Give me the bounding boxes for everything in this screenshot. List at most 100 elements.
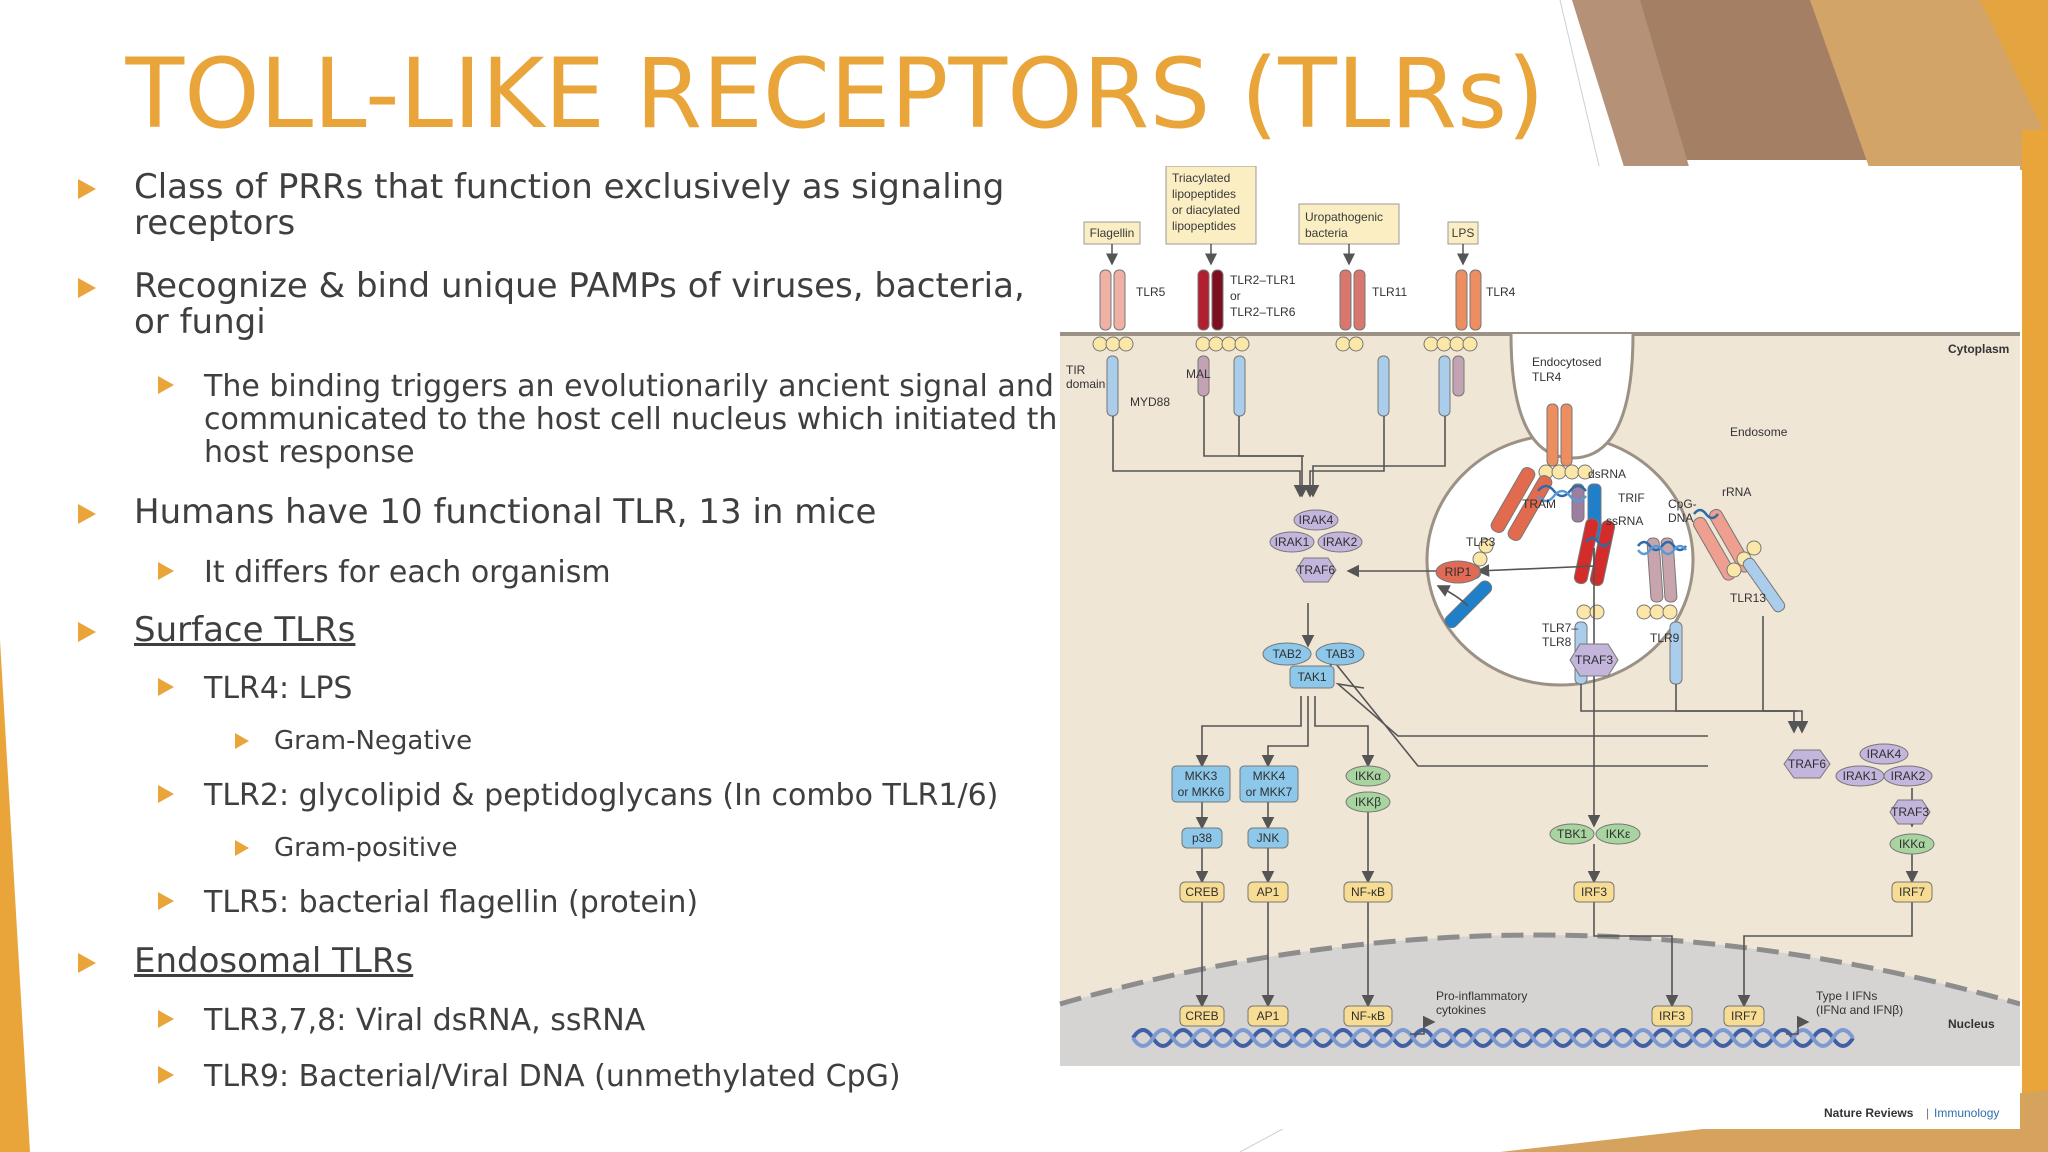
label-tlr5: TLR5 [1136,285,1166,299]
node-jnk: JNK [1257,831,1280,845]
bullet-arrow-icon [78,622,96,642]
ligand-lipopeptides-line3: or diacylated [1172,203,1240,217]
node-ikka-endosomal: IKKα [1899,837,1925,851]
node-mkk7: or MKK7 [1246,785,1293,799]
bullet-item: TLR9: Bacterial/Viral DNA (unmethylated … [158,1060,1058,1093]
label-endocytosed-line2: TLR4 [1532,370,1562,384]
label-domain: domain [1066,377,1105,391]
node-traf6-endosomal: TRAF6 [1788,757,1826,771]
bullet-text: Recognize & bind unique PAMPs of viruses… [134,266,1025,342]
label-mal: MAL [1186,367,1211,381]
label-tlr8: TLR8 [1542,635,1572,649]
label-dna: DNA [1668,511,1693,525]
tlr5-receptor [1092,269,1134,417]
node-rip1: RIP1 [1445,565,1472,579]
label-cytoplasm: Cytoplasm [1948,342,2009,356]
bullet-arrow-icon [235,840,249,856]
node-nfkb-nuclear: NF-κB [1351,1009,1385,1023]
bullet-text: Humans have 10 functional TLR, 13 in mic… [134,492,877,532]
ligand-lipopeptides-line4: lipopeptides [1172,219,1236,233]
label-type-i-ifns: Type I IFNs [1816,989,1877,1003]
bullet-item: It differs for each organism [158,556,1058,589]
node-ikka: IKKα [1355,769,1381,783]
ligand-lipopeptides-line2: lipopeptides [1172,187,1236,201]
node-irak4-endosomal: IRAK4 [1867,747,1902,761]
bullet-arrow-icon [158,1066,174,1084]
tlr13-receptor [1692,508,1786,613]
ligand-lps: LPS [1452,226,1475,240]
signaling-arrows [1112,396,1919,1035]
label-tlr2-tlr1: TLR2–TLR1 [1230,273,1296,287]
label-tram: TRAM [1522,497,1556,511]
label-trif: TRIF [1618,491,1645,505]
nucleic-acid-ligands [1537,484,1719,556]
label-or: or [1230,289,1241,303]
ligand-uropathogenic-line2: bacteria [1305,226,1348,240]
slide-title: TOLL-LIKE RECEPTORS (TLRs) [125,38,1545,150]
node-creb-nuclear: CREB [1185,1009,1218,1023]
ligand-lipopeptides-line1: Triacylated [1172,171,1230,185]
node-nfkb: NF-κB [1351,885,1385,899]
node-irak2: IRAK2 [1323,535,1358,549]
bullet-item: TLR5: bacterial flagellin (protein) [158,886,1058,919]
bullet-text: The binding triggers an evolutionarily a… [204,369,1088,470]
node-ap1: AP1 [1257,885,1280,899]
label-endocytosed-line1: Endocytosed [1532,355,1601,369]
nuclear-envelope [1059,932,2020,1007]
ligand-flagellin: Flagellin [1090,226,1135,240]
ligand-uropathogenic-box [1298,203,1400,245]
tlr-signaling-diagram: Flagellin Triacylated lipopeptides or di… [1058,166,2020,1129]
label-nucleus: Nucleus [1948,1017,1995,1031]
bullet-text: TLR2: glycolipid & peptidoglycans (In co… [204,778,999,813]
node-mkk6: or MKK6 [1178,785,1225,799]
bullet-arrow-icon [78,504,96,524]
label-dsrna: dsRNA [1588,467,1626,481]
source-separator: | [1926,1106,1929,1120]
node-p38: p38 [1192,831,1212,845]
bullet-text: TLR4: LPS [204,671,353,706]
tlr2-receptor [1195,269,1250,417]
node-irak4: IRAK4 [1299,513,1334,527]
bullet-item: The binding triggers an evolutionarily a… [158,370,1088,469]
label-endosome: Endosome [1730,425,1788,439]
label-tlr9: TLR9 [1650,631,1680,645]
node-irak1-endosomal: IRAK1 [1843,769,1878,783]
node-irf3: IRF3 [1581,885,1607,899]
label-tir: TIR [1066,363,1086,377]
label-tlr4: TLR4 [1486,285,1516,299]
source-immunology: Immunology [1934,1106,1999,1120]
label-tlr7: TLR7– [1542,621,1578,635]
bullet-arrow-icon [158,892,174,910]
node-irak1: IRAK1 [1275,535,1310,549]
bullet-item: Gram-positive [235,833,1035,863]
node-mkk4: MKK4 [1253,769,1286,783]
bullet-text: TLR9: Bacterial/Viral DNA (unmethylated … [204,1059,901,1094]
bullet-arrow-icon [78,278,96,298]
node-ikkb: IKKβ [1355,795,1381,809]
tlr9-receptor [1636,537,1683,685]
label-tlr2-tlr6: TLR2–TLR6 [1230,305,1296,319]
bullet-text: Gram-positive [274,833,458,863]
bullet-item: TLR3,7,8: Viral dsRNA, ssRNA [158,1004,1058,1037]
node-tab3: TAB3 [1325,647,1354,661]
bullet-item: Gram-Negative [235,727,1035,755]
label-ssrna: ssRNA [1606,514,1643,528]
bullet-item: Surface TLRs [78,612,978,649]
nucleus-region [1060,935,2020,1066]
bullet-item: Recognize & bind unique PAMPs of viruses… [78,266,1058,342]
bullet-text: It differs for each organism [204,555,611,590]
bullet-arrow-icon [158,678,174,696]
dna-helix [1131,1028,1855,1048]
label-cytokines: cytokines [1436,1003,1486,1017]
bullet-item: Humans have 10 functional TLR, 13 in mic… [78,492,1038,532]
node-irf7-nuclear: IRF7 [1731,1009,1757,1023]
node-traf6: TRAF6 [1297,563,1335,577]
label-proinflammatory: Pro-inflammatory [1436,989,1527,1003]
bullet-arrow-icon [158,562,174,580]
node-irf7: IRF7 [1899,885,1925,899]
label-tlr3: TLR3 [1466,535,1496,549]
bullet-item: Endosomal TLRs [78,943,978,980]
node-ikke: IKKε [1606,827,1631,841]
node-ap1-nuclear: AP1 [1257,1009,1280,1023]
